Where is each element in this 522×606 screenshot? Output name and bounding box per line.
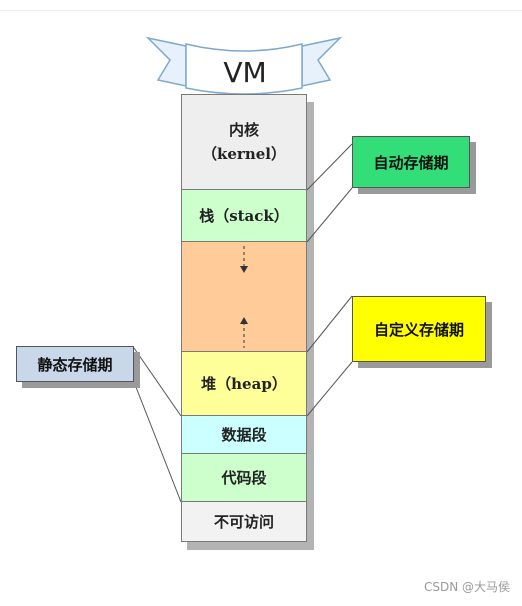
stack-growth-arrowhead [240,266,248,273]
segment-free-space [181,242,307,352]
custom-connector-top [306,295,353,353]
top-divider [0,10,522,11]
callout-static-storage-label: 静态存储期 [37,355,113,374]
segment-data: 数据段 [181,416,307,454]
ribbon-left-tail [145,36,187,87]
segment-kernel-sublabel: （kernel） [202,145,286,163]
callout-custom-storage-label: 自定义存储期 [373,320,464,339]
callout-auto-storage-label: 自动存储期 [373,153,449,172]
growth-arrows [240,246,248,348]
segment-no-access-label: 不可访问 [213,512,274,531]
auto-connector-bottom [306,187,353,243]
segment-stack: 栈（stack） [181,190,307,242]
static-connector-top [133,347,182,417]
auto-connector-top [306,143,353,191]
ribbon-right-tail [301,36,343,87]
callout-custom-storage: 自定义存储期 [352,296,486,362]
heap-growth-arrowhead [240,317,248,324]
segment-data-label: 数据段 [221,425,267,444]
segment-heap-label: 堆（heap） [201,374,287,393]
segment-code: 代码段 [181,454,307,502]
callout-static-storage: 静态存储期 [16,346,134,382]
diagram-title: VM [223,55,267,89]
segment-stack-label: 栈（stack） [199,206,289,225]
ribbon-center [185,43,303,95]
segment-kernel-label: 内核 [228,121,259,139]
segment-heap: 堆（heap） [181,352,307,416]
segment-kernel: 内核 （kernel） [181,94,307,190]
static-connector-bottom [133,381,182,503]
custom-connector-bottom [306,361,353,417]
watermark: CSDN @大马侯 [423,580,510,594]
segment-no-access: 不可访问 [181,502,307,542]
callout-auto-storage: 自动存储期 [352,136,470,188]
title-ribbon [145,36,343,95]
segment-code-label: 代码段 [221,468,267,487]
